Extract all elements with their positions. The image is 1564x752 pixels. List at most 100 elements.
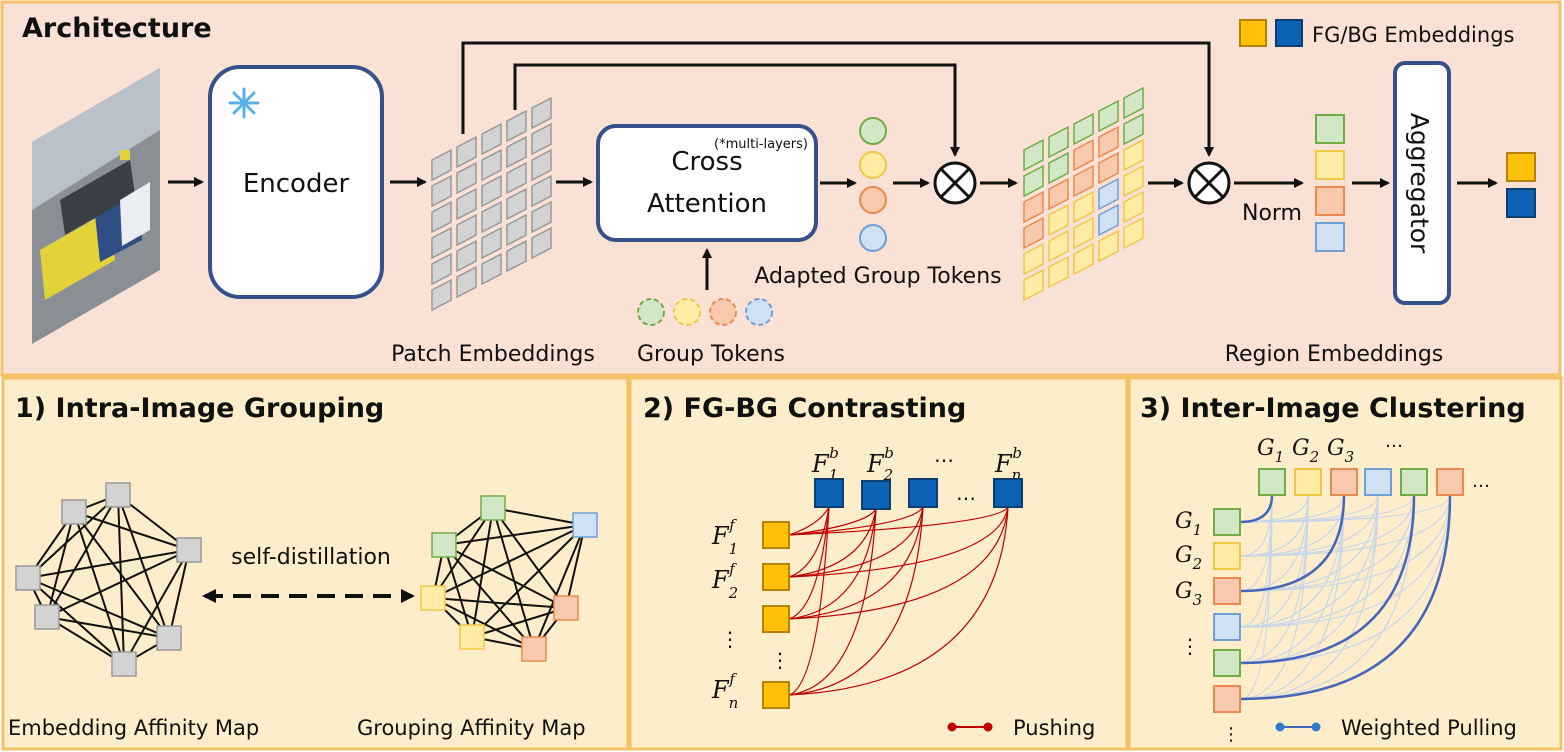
cross-attention-label-line1: Cross — [671, 147, 742, 177]
region-embedding-yellow — [1315, 150, 1345, 180]
affinity-edge — [565, 524, 586, 609]
output-fg-embedding — [1506, 152, 1536, 182]
left-group-embedding — [1213, 577, 1241, 605]
grouping-node — [431, 532, 457, 558]
bg-embedding — [861, 480, 891, 510]
patch-embedding-cell — [431, 174, 452, 208]
grouped-patch-cell — [1048, 151, 1069, 185]
fg-label-2: F2f — [711, 560, 738, 602]
fg-embedding-labels: F1f F2f ⋮ Fnf — [711, 516, 740, 712]
adapted-token-yellow — [859, 151, 887, 179]
pushing-curve — [788, 506, 830, 536]
pushing-legend — [947, 722, 993, 732]
patch-embedding-cell — [456, 161, 477, 195]
grouped-patch-cell — [1098, 99, 1119, 133]
patch-embedding-cell — [531, 174, 552, 208]
bg-label-dots: … — [934, 443, 954, 467]
grouping-affinity-graph — [420, 495, 598, 662]
patch-embedding-cell — [506, 135, 527, 169]
affinity-edge — [123, 549, 190, 665]
adapted-token-orange — [859, 186, 887, 214]
legend-bg-swatch — [1275, 19, 1303, 47]
grouped-patch-cell — [1123, 190, 1144, 224]
patch-embedding-cell — [506, 109, 527, 143]
grouped-patch-cell — [1073, 216, 1094, 250]
affinity-edge — [443, 524, 586, 546]
grouped-patch-cell — [1098, 203, 1119, 237]
patch-embedding-cell — [481, 174, 502, 208]
pushing-curve — [788, 506, 1009, 536]
top-label-dots: … — [1385, 431, 1403, 452]
grouped-patch-cell — [1048, 125, 1069, 159]
patch-embedding-cell — [456, 265, 477, 299]
bg-embedding — [993, 478, 1023, 508]
grouped-patch-cell — [1073, 242, 1094, 276]
pushing-curve — [788, 506, 830, 578]
patch-embedding-cell — [481, 226, 502, 260]
grouped-patch-cell — [1123, 112, 1144, 146]
patch-embedding-cell — [456, 187, 477, 221]
embedding-node — [61, 499, 87, 525]
affinity-edge — [46, 616, 125, 665]
grouped-patch-cell — [1023, 268, 1044, 302]
top-group-embeddings — [1258, 468, 1464, 496]
top-group-embedding — [1364, 468, 1392, 496]
patch-embedding-cell — [456, 239, 477, 273]
fg-label-n: Fnf — [711, 670, 738, 712]
affinity-edge — [27, 549, 190, 579]
grouped-patch-cell — [1073, 164, 1094, 198]
pushing-legend-label: Pushing — [1013, 716, 1095, 740]
grouped-patch-cell — [1023, 242, 1044, 276]
affinity-edge — [492, 507, 567, 609]
adapted-token-blue — [859, 224, 887, 252]
top-row-dots: … — [1472, 471, 1490, 492]
encoder-label: Encoder — [243, 169, 350, 199]
grouped-patch-cell — [1098, 177, 1119, 211]
affinity-edge — [432, 597, 535, 650]
output-bg-embedding — [1506, 188, 1536, 218]
grouped-patch-cell — [1048, 229, 1069, 263]
weighted-pulling-connections — [1239, 494, 1452, 701]
left-group-embedding — [1213, 613, 1241, 641]
affinity-edge — [443, 544, 535, 650]
left-group-embeddings — [1213, 508, 1241, 713]
top-group-embedding — [1258, 468, 1286, 496]
fg-embedding — [762, 605, 790, 633]
grouping-affinity-map-label: Grouping Affinity Map — [357, 716, 586, 740]
patch-embedding-cell — [506, 161, 527, 195]
bg-label-n: Fnb — [994, 444, 1022, 484]
top-group-embedding — [1436, 468, 1464, 496]
top-label-g3: G3 — [1327, 436, 1354, 466]
pulling-curve-strong — [1239, 494, 1452, 701]
pulling-curve-light — [1239, 494, 1451, 628]
patch-embedding-cell — [506, 187, 527, 221]
affinity-edge — [432, 524, 586, 599]
left-group-embedding — [1213, 649, 1241, 677]
panel2-bg — [628, 376, 1129, 751]
region-embeddings-label: Region Embeddings — [1225, 342, 1444, 367]
bg-horizontal-dots: … — [956, 481, 976, 505]
self-distillation-label: self-distillation — [231, 545, 391, 570]
affinity-edge — [443, 544, 567, 609]
pushing-curve — [788, 508, 877, 620]
affinity-edge — [73, 511, 125, 665]
embedding-node — [111, 651, 137, 677]
affinity-edge — [443, 544, 473, 638]
fg-label-dots: ⋮ — [720, 627, 740, 651]
panel3-bg — [1127, 376, 1563, 751]
fg-bg-contrasting-panel: 2) FG-BG Contrasting F1b F2b … Fnb F1f F… — [628, 376, 1129, 751]
grouped-patch-cell — [1098, 151, 1119, 185]
pulling-curve-light — [1239, 494, 1451, 592]
embedding-node — [15, 565, 41, 591]
pulling-curve-light — [1239, 494, 1273, 700]
affinity-edge — [117, 494, 170, 639]
pulling-curve-light — [1239, 494, 1451, 664]
encoder-box — [208, 65, 384, 299]
grouped-patch-cell — [1023, 164, 1044, 198]
bg-label-1: F1b — [811, 444, 839, 484]
top-label-g2: G2 — [1292, 436, 1319, 466]
patch-embedding-cell — [431, 226, 452, 260]
patch-embeddings-label: Patch Embeddings — [391, 342, 595, 367]
pushing-connections — [788, 506, 1009, 696]
pulling-curve-light — [1239, 494, 1451, 523]
